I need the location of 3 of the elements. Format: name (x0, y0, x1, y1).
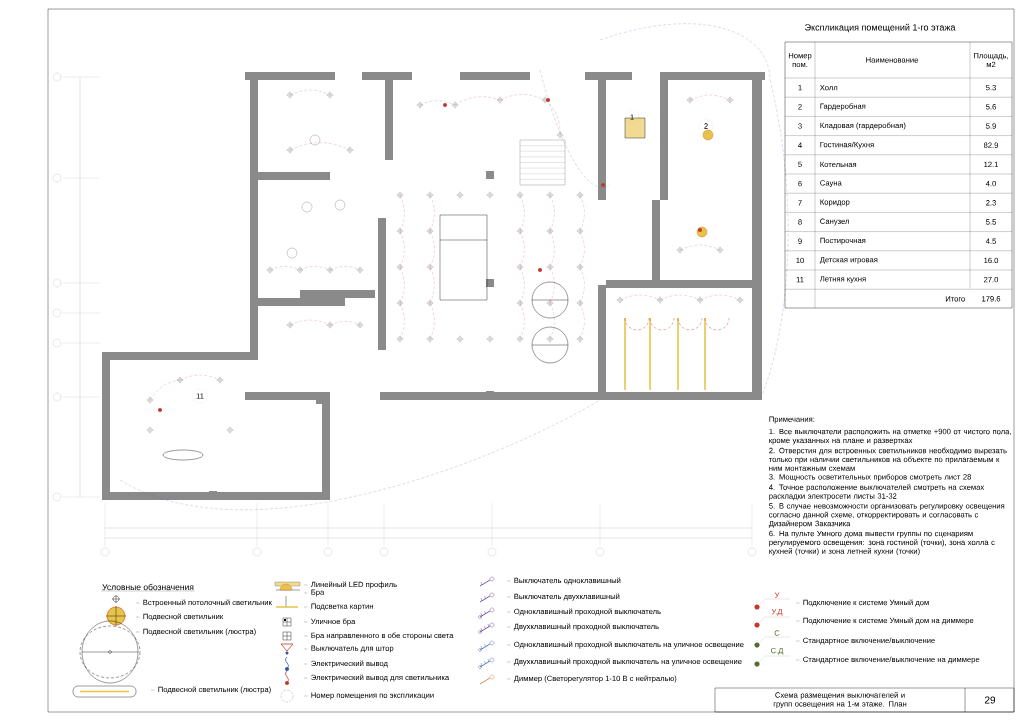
table-title: Экспликация помещений 1-го этажа (805, 23, 956, 33)
legend-title: Условные обозначения (101, 583, 195, 592)
sheet-number: 29 (984, 696, 996, 704)
